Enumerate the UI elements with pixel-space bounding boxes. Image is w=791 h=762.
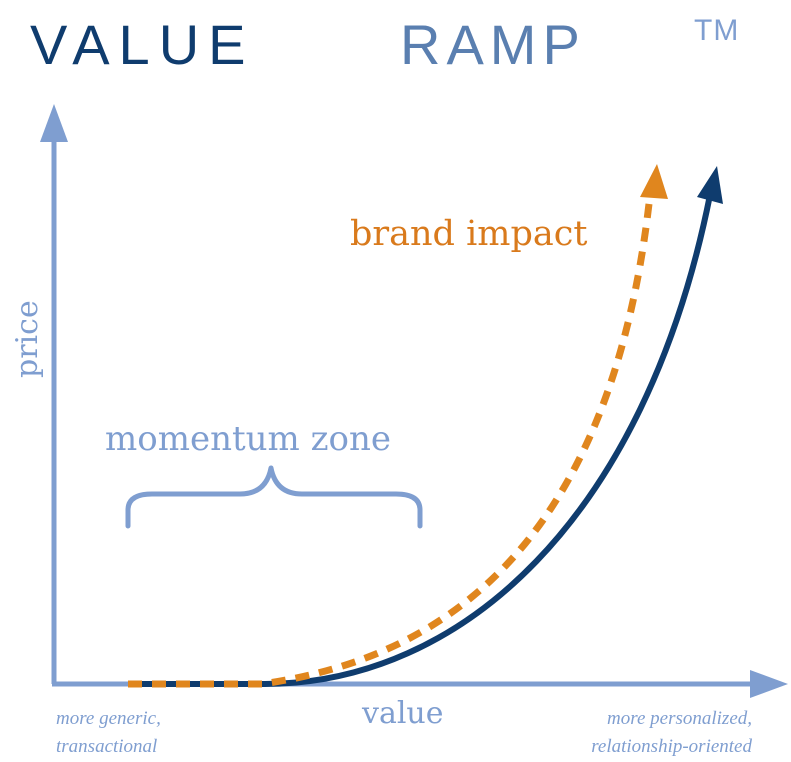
momentum-zone-brace xyxy=(125,465,423,529)
x-axis-arrowhead xyxy=(750,670,788,698)
brand-impact-curve-dashed xyxy=(128,194,654,688)
value-curve-solid-arrowhead xyxy=(697,166,723,204)
x-right-label-line2: relationship-oriented xyxy=(591,736,752,757)
y-axis-label: price xyxy=(10,300,45,378)
x-right-label-line1: more personalized, xyxy=(607,708,752,729)
value-curve-solid xyxy=(128,194,713,687)
title-ramp: RAMP xyxy=(400,13,586,76)
brand-impact-arrowhead xyxy=(640,164,668,199)
brand-impact-label: brand impact xyxy=(350,214,587,254)
y-axis-arrowhead xyxy=(40,104,68,142)
x-left-label-line1: more generic, xyxy=(56,708,161,729)
x-axis-label: value xyxy=(361,696,444,731)
momentum-zone-label: momentum zone xyxy=(105,419,391,459)
title-trademark: TM xyxy=(694,14,739,47)
title-value: VALUE xyxy=(30,13,254,76)
x-left-label-line2: transactional xyxy=(56,736,157,757)
